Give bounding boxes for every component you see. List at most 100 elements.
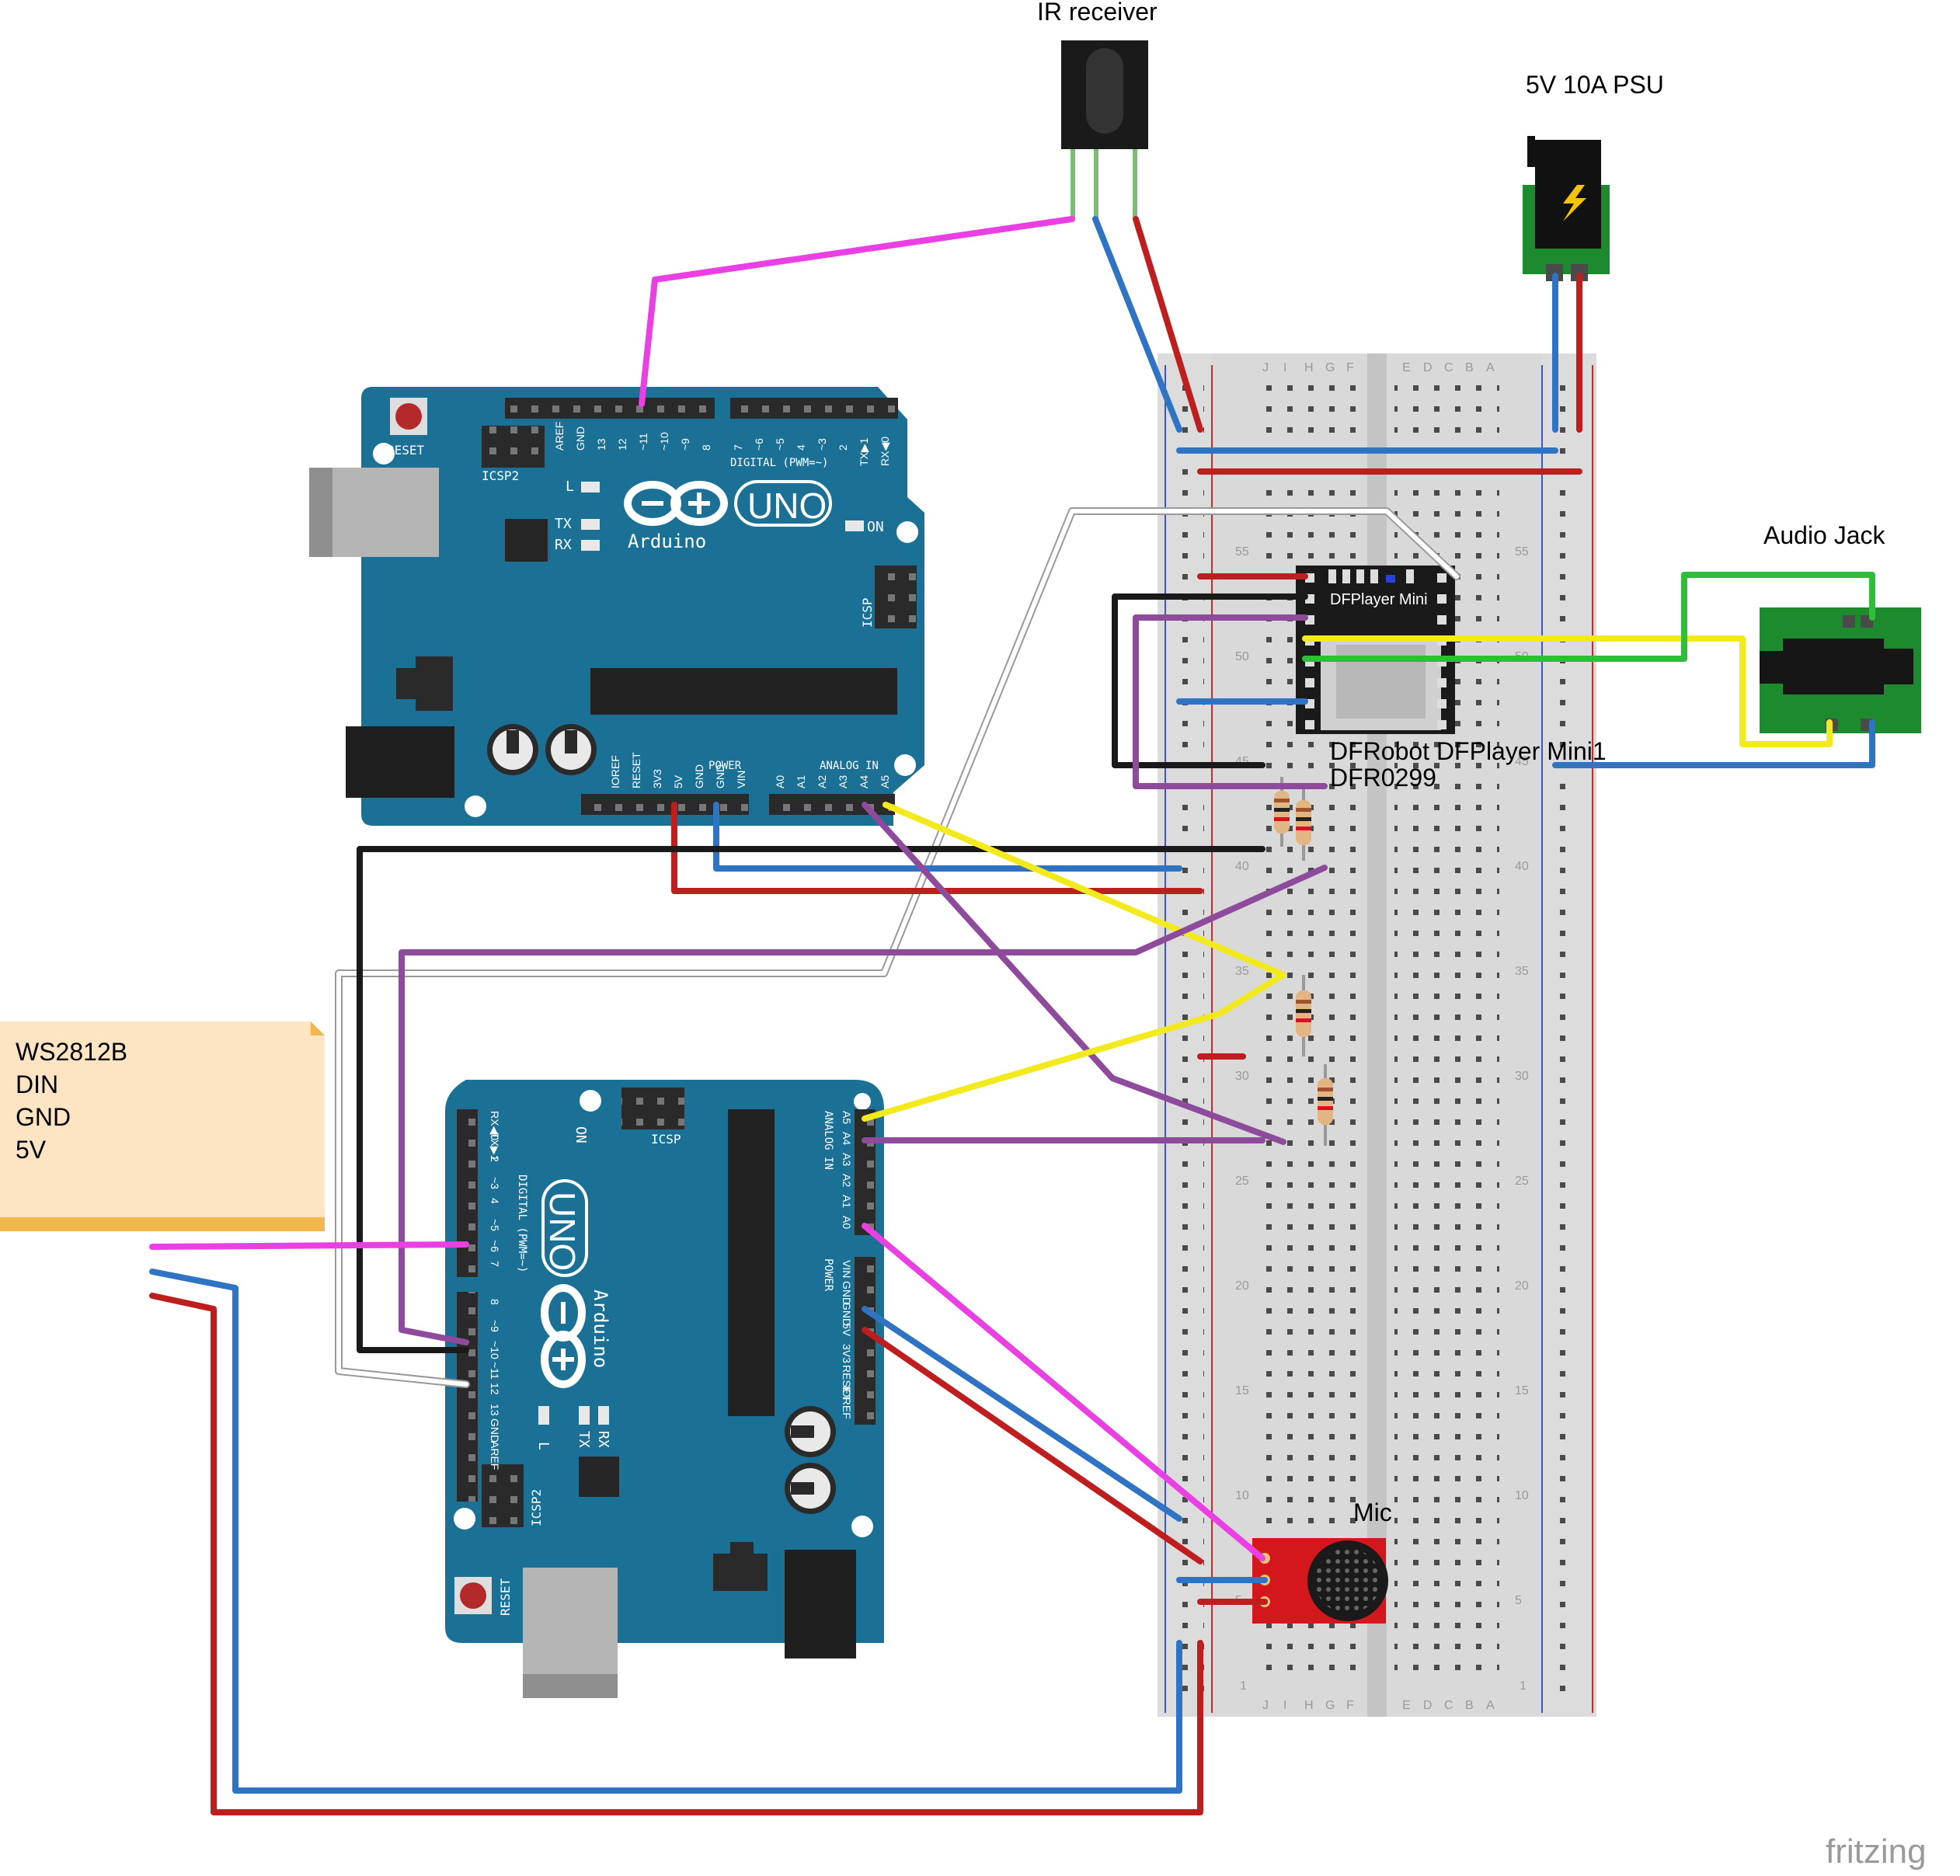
on-label: ON: [867, 519, 884, 535]
power-header: [855, 1257, 876, 1425]
icsp2-header: [482, 1464, 524, 1527]
reset-label: RESET: [387, 443, 425, 458]
pin-label-aref: AREF: [489, 1441, 501, 1470]
row-letter: J: [1262, 1699, 1269, 1712]
wire-purple: [862, 802, 1286, 1145]
pin-label: ~3: [489, 1177, 501, 1189]
on-label: ON: [573, 1126, 589, 1143]
pin-label: RX◀0: [879, 437, 891, 466]
wire-red: [862, 1327, 1203, 1564]
wire-red: [1133, 216, 1203, 433]
row-letter: B: [1465, 1699, 1474, 1712]
row-number: 30: [1235, 1070, 1249, 1083]
power-header: [581, 794, 749, 815]
row-number: 35: [1515, 965, 1529, 978]
pin-label: 4: [489, 1198, 501, 1204]
row-number: 20: [1235, 1279, 1249, 1293]
digital-header-right: [457, 1292, 478, 1502]
wire-magenta: [149, 1241, 469, 1250]
pin-label: 13: [595, 438, 607, 451]
wire-yellow: [862, 972, 1286, 1122]
row-letter: B: [1465, 361, 1474, 374]
row-letter: A: [1486, 1699, 1495, 1712]
led-l-label: L: [535, 1442, 552, 1450]
wire-white: [336, 509, 1459, 1387]
psu-jack: 5V 10A PSU: [1523, 71, 1664, 281]
row-number: 35: [1235, 965, 1249, 978]
pin-label-gnd: GND: [574, 426, 587, 451]
row-letters-top: J I H G F E D C B A: [1262, 361, 1495, 374]
led-rx-label: RX: [555, 537, 572, 553]
row-letter: I: [1283, 361, 1286, 374]
wire-magenta: [639, 216, 1075, 407]
note-line: DIN: [16, 1070, 58, 1098]
row-letter: F: [1346, 1699, 1354, 1712]
wire-blue: [862, 1306, 1182, 1522]
ir-receiver: IR receiver: [1037, 0, 1158, 219]
arduino-uno-top[interactable]: RESET ICSP2 AREF GND 13 12 ~11 ~10 ~9 8 …: [309, 387, 924, 826]
led-tx-label: TX: [555, 516, 572, 532]
row-number: 55: [1515, 545, 1529, 559]
resistor: [1296, 785, 1311, 861]
breadboard: J I H G F E D C B A J I H G F E D C B A …: [1158, 353, 1596, 1717]
pin-label: 5V: [672, 774, 684, 788]
pin-label: ~9: [679, 438, 691, 451]
pin-label: IOREF: [609, 755, 621, 788]
dc-jack: [785, 1550, 856, 1658]
pin-label: A4: [858, 775, 870, 788]
wire-red: [671, 802, 1203, 894]
pin-label: TX▶1: [858, 437, 870, 466]
analog-in-label: ANALOG IN: [820, 760, 879, 772]
note-line: GND: [16, 1103, 71, 1131]
icsp-header: [875, 566, 917, 628]
dfplayer-chip-label: DFPlayer Mini: [1330, 591, 1428, 608]
row-letter: E: [1402, 1699, 1411, 1712]
row-number: 1: [1240, 1679, 1247, 1693]
pin-label-gnd: GND: [489, 1418, 501, 1443]
wire-black: [357, 846, 1265, 1353]
note-line: 5V: [16, 1136, 47, 1164]
row-letter: D: [1423, 361, 1433, 374]
wire-blue: [1092, 216, 1182, 433]
pin-label: 8: [700, 444, 712, 451]
resistors: [1274, 777, 1333, 1146]
pin-label: TX▶1: [489, 1133, 501, 1161]
wires: [149, 216, 1875, 1815]
row-number: 5: [1515, 1594, 1522, 1607]
row-letter: F: [1346, 361, 1354, 374]
pin-label: A1: [841, 1195, 853, 1208]
pin-label: GND: [693, 764, 705, 788]
mic-label: Mic: [1353, 1498, 1392, 1526]
icsp-label: ICSP: [651, 1132, 681, 1147]
audio-jack: Audio Jack: [1760, 521, 1921, 733]
pin-label: 12: [489, 1383, 501, 1395]
wire-blue: [149, 1269, 1182, 1794]
row-number: 20: [1515, 1279, 1529, 1293]
arduino-uno-bottom[interactable]: RESET ICSP2 ICSP RX◀0 TX▶1 2 ~3 4 ~5 ~6 …: [445, 1080, 884, 1698]
wire-blue: [713, 802, 1182, 872]
pin-label: A2: [816, 775, 828, 788]
icsp-label: ICSP: [860, 597, 875, 628]
pin-label: 2: [837, 444, 849, 451]
pin-label: 13: [489, 1404, 501, 1416]
icsp2-header: [482, 426, 545, 468]
pin-label: ~5: [489, 1219, 501, 1231]
pin-label: ~9: [489, 1320, 501, 1332]
analog-in-label: ANALOG IN: [822, 1111, 834, 1170]
pin-label: ~10: [658, 432, 670, 451]
pin-label: IOREF: [841, 1386, 853, 1419]
pin-label: 5V: [841, 1323, 853, 1337]
row-letter: C: [1444, 1699, 1453, 1712]
dc-jack: [346, 726, 454, 798]
pin-label: A5: [841, 1111, 853, 1124]
row-letter: A: [1486, 361, 1495, 374]
wire-red: [149, 1293, 1203, 1815]
pin-label: RX◀0: [489, 1111, 501, 1140]
row-letters-bottom: J I H G F E D C B A: [1262, 1699, 1495, 1712]
led-tx-label: TX: [576, 1431, 592, 1448]
wire-green: [1302, 572, 1875, 662]
pin-label: 3V3: [651, 769, 663, 788]
wire-yellow: [883, 802, 1286, 978]
pin-label: 3V3: [841, 1344, 853, 1363]
